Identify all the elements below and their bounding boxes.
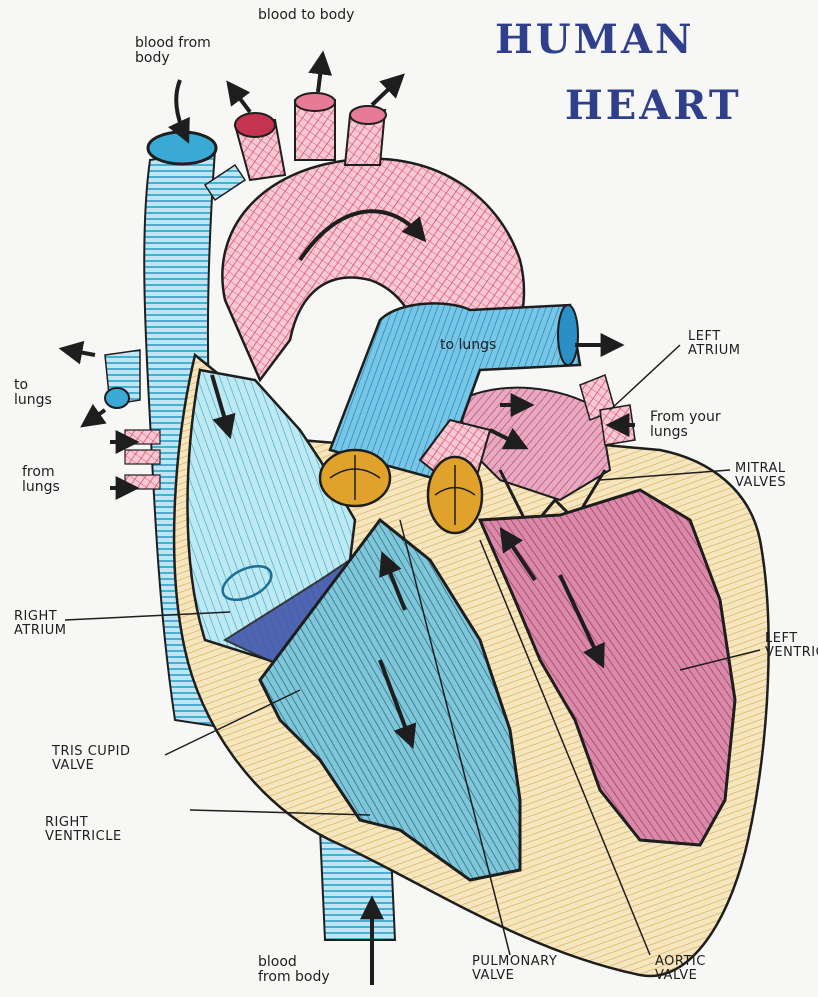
label-tricuspid-valve: TRIS CUPID VALVE	[52, 744, 131, 774]
arrow-svc-in	[168, 79, 190, 144]
arrow-to-lungs-left-2	[80, 403, 107, 428]
arrow-aorta-out-1	[226, 80, 252, 114]
title-line-2: HEART	[565, 82, 742, 129]
arrow-lv-down	[558, 574, 605, 669]
arrow-lv-up	[499, 527, 537, 582]
label-blood-from-body-top: blood from body	[135, 35, 211, 67]
label-from-lungs-left: from lungs	[22, 464, 60, 496]
aortic-branches	[233, 92, 387, 182]
svc-branch	[203, 163, 247, 202]
label-pulmonary-valve: PULMONARY VALVE	[472, 954, 558, 984]
label-left-atrium: LEFT ATRIUM	[688, 329, 741, 359]
leader-right-ventricle	[189, 809, 371, 816]
leader-mitral	[599, 469, 731, 481]
arrow-rv-down	[378, 659, 417, 749]
label-to-lungs-left: to lungs	[14, 377, 52, 409]
arrow-la-2	[489, 427, 529, 450]
arrow-ra-down	[210, 374, 236, 440]
label-aortic-valve: AORTIC VALVE	[655, 954, 706, 984]
fossa-ovalis	[221, 564, 273, 602]
leader-left-ventricle	[679, 649, 761, 671]
label-to-lungs-center: to lungs	[440, 337, 497, 353]
arrow-rv-up	[379, 551, 407, 611]
aortic-valve-cusps	[426, 455, 484, 535]
label-blood-from-body-bottom: blood from body	[258, 954, 330, 986]
label-from-your-lungs: From your lungs	[650, 409, 721, 441]
mitral-valve	[498, 469, 607, 533]
label-right-ventricle: RIGHT VENTRICLE	[45, 815, 122, 845]
leader-tricuspid	[164, 689, 301, 756]
leader-left-atrium	[609, 344, 681, 411]
svc-opening	[146, 130, 218, 166]
leader-pulmonary	[399, 519, 511, 956]
title-line-1: HUMAN	[495, 16, 695, 63]
pulmonary-trunk	[328, 302, 582, 482]
arrow-aorta-out-2	[308, 50, 333, 93]
leader-right-atrium	[64, 611, 231, 621]
flow-arrows	[58, 50, 635, 985]
pulmonary-trunk-opening	[557, 304, 579, 366]
arrow-to-lungs-left-1	[58, 340, 96, 365]
left-atrium	[458, 386, 612, 502]
label-blood-to-body-top: blood to body	[258, 7, 355, 23]
arrow-aorta-out-3	[370, 73, 405, 107]
leader-lines	[64, 344, 761, 956]
label-left-ventricle: LEFT VENTRIC	[765, 631, 818, 661]
pulmonary-valve-cusps	[318, 448, 392, 508]
left-ventricle	[477, 488, 737, 847]
label-right-atrium: RIGHT ATRIUM	[14, 609, 67, 639]
label-mitral-valves: MITRAL VALVES	[735, 461, 787, 491]
leader-aortic	[479, 539, 651, 956]
right-ventricle	[258, 517, 522, 882]
arrow-arch	[298, 209, 427, 262]
